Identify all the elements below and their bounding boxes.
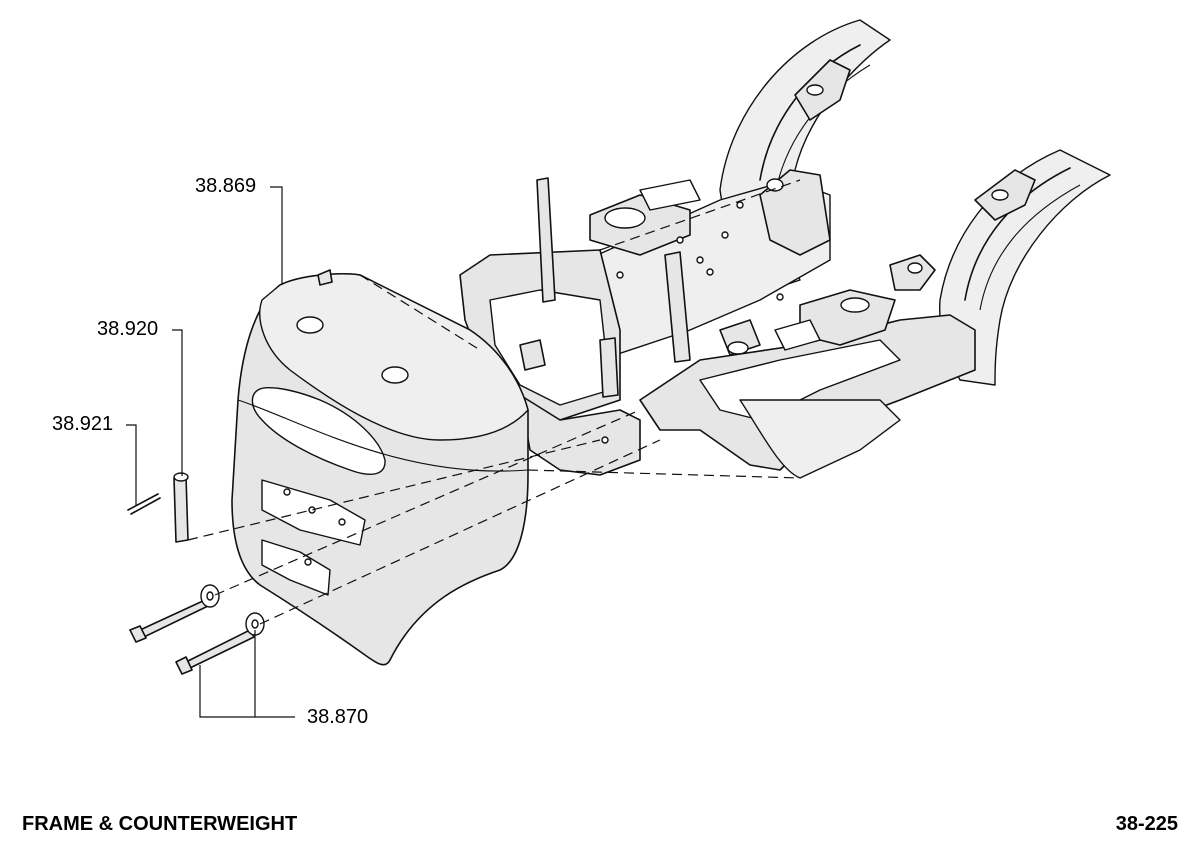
main-frame — [459, 169, 976, 479]
callout-pin: 38.920 — [97, 318, 159, 340]
clip — [127, 493, 161, 515]
bolt-lower — [175, 612, 265, 675]
page-title: FRAME & COUNTERWEIGHT — [22, 813, 298, 835]
callout-clip: 38.921 — [52, 413, 114, 435]
callout-bolts: 38.870 — [307, 706, 369, 728]
pin — [173, 472, 189, 543]
bolt-upper — [129, 584, 220, 643]
counterweight — [231, 269, 529, 666]
rear-fender-left — [938, 149, 1111, 386]
callout-counterweight: 38.869 — [195, 175, 257, 197]
leader-lines — [126, 186, 295, 718]
assembly-lines — [187, 179, 801, 625]
page-number: 38-225 — [1115, 813, 1178, 835]
